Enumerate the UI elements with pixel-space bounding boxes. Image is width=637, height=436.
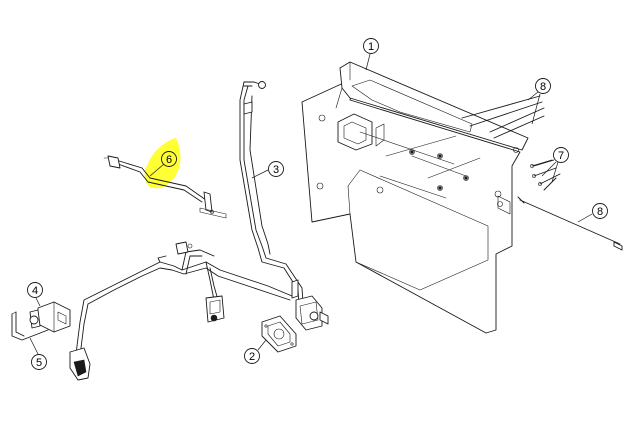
callout-label: 4 bbox=[32, 285, 38, 297]
small-hardware-part[interactable] bbox=[530, 159, 561, 191]
callout-8-right[interactable]: 8 bbox=[577, 203, 608, 223]
callout-8-upper[interactable]: 8 bbox=[527, 78, 551, 125]
callout-6[interactable]: 6 bbox=[149, 151, 177, 177]
rod-part-right[interactable] bbox=[517, 196, 623, 251]
callout-label: 2 bbox=[249, 351, 255, 363]
main-cable-harness-part[interactable] bbox=[239, 81, 329, 331]
callout-2[interactable]: 2 bbox=[244, 339, 267, 364]
callout-label: 7 bbox=[558, 150, 564, 162]
callout-label: 6 bbox=[166, 154, 172, 166]
highlighted-cable-part[interactable] bbox=[103, 138, 227, 219]
callout-4[interactable]: 4 bbox=[27, 282, 43, 307]
callout-1[interactable]: 1 bbox=[363, 38, 379, 71]
switch-bracket-part[interactable] bbox=[11, 311, 49, 341]
switch-part[interactable] bbox=[29, 301, 71, 333]
callout-label: 3 bbox=[273, 164, 279, 176]
lower-wiring-harness-part[interactable] bbox=[69, 241, 293, 381]
callout-label: 8 bbox=[597, 206, 603, 218]
callout-label: 5 bbox=[36, 357, 42, 369]
callout-label: 8 bbox=[540, 81, 546, 93]
mounting-bracket-part[interactable] bbox=[301, 61, 529, 334]
callout-5[interactable]: 5 bbox=[29, 337, 47, 370]
callout-7[interactable]: 7 bbox=[533, 147, 569, 183]
callout-label: 1 bbox=[368, 41, 374, 53]
callout-3[interactable]: 3 bbox=[251, 161, 284, 179]
gasket-part[interactable] bbox=[261, 315, 297, 353]
